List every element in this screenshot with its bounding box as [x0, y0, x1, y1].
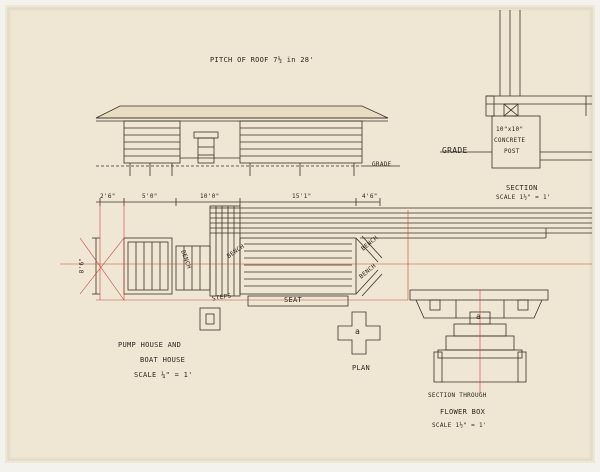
flower-section-title: SECTION THROUGH: [428, 392, 487, 399]
roof: [95, 105, 389, 119]
roof-pitch-label: PITCH OF ROOF 7½ in 28': [210, 56, 314, 64]
dimension-4: 15'1": [292, 193, 312, 200]
grade-label-section: GRADE: [442, 146, 468, 155]
dimension-side: 8'6": [78, 257, 86, 274]
dimension-1: 2'6": [100, 193, 116, 200]
elevation-view: [95, 105, 400, 176]
dimension-2: 5'0": [142, 193, 158, 200]
seat-label: SEAT: [284, 296, 303, 304]
flower-box-mark: a: [476, 312, 482, 321]
plan-cross-symbol: [337, 311, 381, 355]
red-construction-lines: [60, 202, 592, 394]
grade-label-elevation: GRADE: [372, 161, 392, 168]
plan-section-mark: a: [355, 327, 361, 336]
center-pier: [197, 137, 215, 164]
flower-section-scale: SCALE 1½" = 1': [432, 422, 487, 429]
drawing-title-line2: BOAT HOUSE: [140, 356, 186, 364]
plan-view: [92, 198, 592, 331]
plan-label: PLAN: [352, 364, 371, 372]
dimension-3: 10'0": [200, 193, 220, 200]
section-scale: SCALE 1½" = 1': [496, 194, 551, 201]
post-section: [440, 10, 592, 169]
post-material-label: CONCRETE: [494, 137, 526, 144]
flower-box-label: FLOWER BOX: [440, 408, 486, 416]
paper: [7, 7, 593, 461]
drawing-scale: SCALE ¼" = 1': [134, 371, 193, 379]
drawing-title-line1: PUMP HOUSE AND: [118, 341, 182, 349]
boat-room: [239, 237, 357, 295]
post-size-label: 10"x10": [496, 126, 524, 133]
section-title: SECTION: [506, 184, 538, 192]
concrete-post: [491, 115, 541, 169]
post-label: POST: [504, 148, 520, 155]
dimension-5: 4'6": [362, 193, 378, 200]
